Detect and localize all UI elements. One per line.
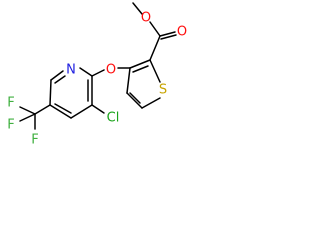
ether-oxygen-label: O <box>106 63 116 78</box>
bond-thiophene-c4-c3 <box>126 67 131 94</box>
fluorine-3-label: F <box>7 118 14 133</box>
bond-thiophene-c3-c2 <box>129 59 151 69</box>
bond-pyridine-n-c6 <box>50 70 64 81</box>
bond-pyridine-c5-c4-inner <box>54 103 72 114</box>
bond-cf3-f3 <box>19 113 36 122</box>
bond-cf3-f2 <box>19 106 36 115</box>
fluorine-1-label: F <box>31 133 38 148</box>
thiophene-sulfur-label: S <box>159 83 167 98</box>
chlorine-label: Cl <box>107 111 120 126</box>
bond-pyridine-c6-c5 <box>49 79 52 106</box>
ester-oxygen-upper-label: O <box>141 11 151 26</box>
bond-carbonyl-double-a <box>159 31 176 37</box>
bond-thiophene-c5-c4 <box>126 92 143 109</box>
pyridine-nitrogen-label: N <box>66 63 76 78</box>
bond-carbonyl-double-b <box>160 34 177 40</box>
fluorine-2-label: F <box>7 96 14 111</box>
bond-pyridine-cf3 <box>34 104 51 115</box>
bond-thiophene-c3-c2-inner <box>132 65 149 73</box>
bond-ether-o-pyridine <box>91 69 105 77</box>
bond-pyridine-chlorine <box>91 104 105 114</box>
bond-carbonyl-thiophene-c2 <box>149 35 161 61</box>
molecule-diagram: O O O N Cl S F F F <box>7 2 187 148</box>
bond-pyridine-n-c6-inner <box>54 75 66 84</box>
bond-pyridine-c2-n <box>79 67 93 77</box>
bond-thiophene-c2-s <box>149 59 161 83</box>
bond-thiophene-s-c5 <box>141 97 161 109</box>
ester-oxygen-lower-label: O <box>177 25 187 40</box>
bond-thiophene-c5-c4-inner <box>129 92 141 104</box>
bond-pyridine-c4-c3 <box>70 104 93 119</box>
bond-ester-o-carbonyl <box>149 21 161 37</box>
bond-pyridine-c5-c4 <box>49 104 72 119</box>
bond-methyl-ester-o <box>132 2 143 15</box>
